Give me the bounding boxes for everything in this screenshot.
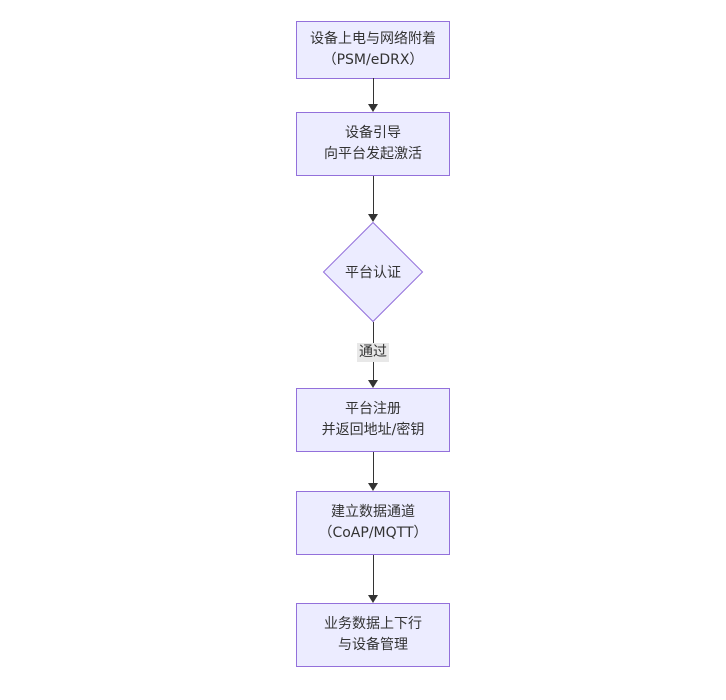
arrow-auth-to-register: 通过 (357, 322, 389, 388)
node-auth-decision: 平台认证 (322, 221, 424, 323)
node-bootstrap: 设备引导 向平台发起激活 (296, 112, 450, 176)
node-business: 业务数据上下行 与设备管理 (296, 603, 450, 667)
arrow-head-icon (368, 104, 378, 112)
edge-label-pass: 通过 (357, 343, 389, 362)
node-channel: 建立数据通道 （CoAP/MQTT） (296, 491, 450, 555)
node-bootstrap-line1: 设备引导 (345, 125, 401, 141)
node-register-line1: 平台注册 (345, 401, 401, 417)
arrow-head-icon (368, 483, 378, 491)
arrow-line (372, 78, 374, 104)
arrow-head-icon (368, 380, 378, 388)
node-register: 平台注册 并返回地址/密钥 (296, 388, 450, 452)
node-power-on-line1: 设备上电与网络附着 (310, 31, 436, 47)
node-channel-line2: （CoAP/MQTT） (318, 525, 428, 541)
node-power-on: 设备上电与网络附着 （PSM/eDRX） (296, 21, 450, 79)
arrow-line (372, 452, 374, 483)
node-business-line1: 业务数据上下行 (324, 616, 422, 632)
node-power-on-line2: （PSM/eDRX） (322, 52, 424, 68)
arrow-line (372, 176, 374, 214)
node-channel-line1: 建立数据通道 (331, 504, 415, 520)
arrow-line (372, 555, 374, 595)
node-bootstrap-line2: 向平台发起激活 (324, 146, 422, 162)
node-register-line2: 并返回地址/密钥 (321, 422, 425, 438)
arrow-register-to-channel (368, 452, 378, 491)
arrow-head-icon (368, 214, 378, 222)
arrow-bootstrap-to-auth (368, 176, 378, 222)
arrow-channel-to-business (368, 555, 378, 603)
node-auth-label: 平台认证 (345, 265, 401, 281)
arrow-power-on-to-bootstrap (368, 78, 378, 112)
node-business-line2: 与设备管理 (338, 637, 408, 653)
arrow-head-icon (368, 595, 378, 603)
